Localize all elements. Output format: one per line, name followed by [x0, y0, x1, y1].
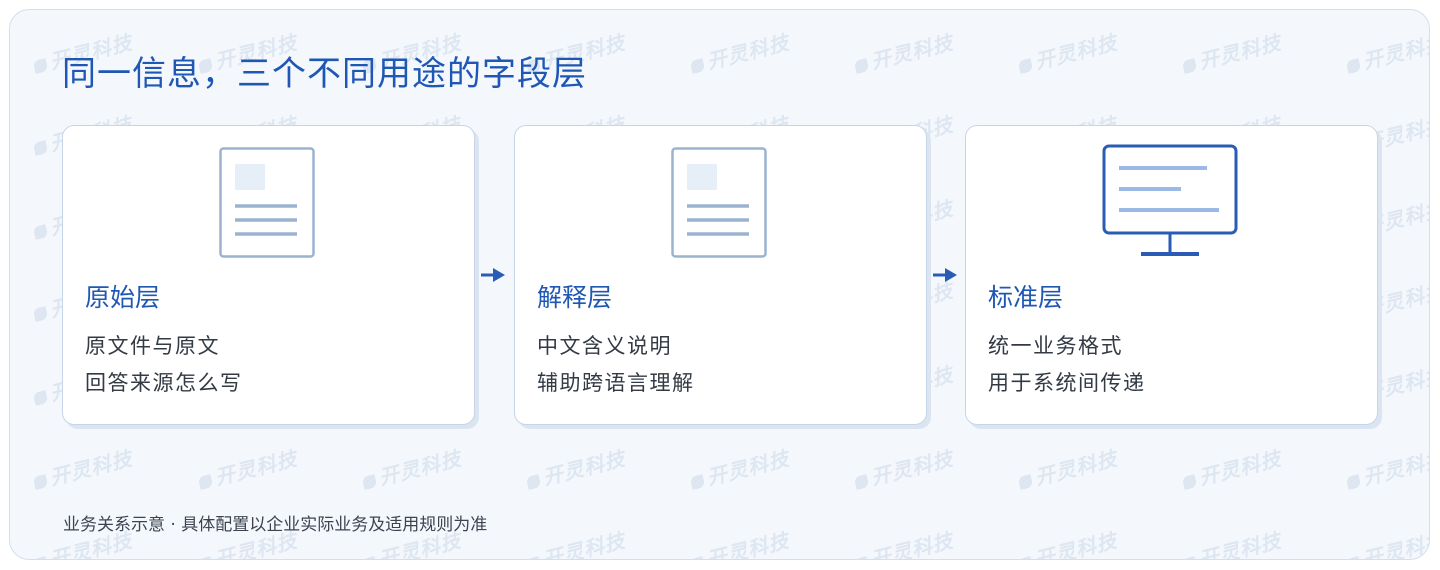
watermark-logo: 开灵科技: [687, 524, 792, 560]
watermark-leaf-icon: [853, 556, 870, 559]
document-icon: [671, 147, 767, 258]
watermark-leaf-icon: [32, 306, 49, 322]
watermark-logo: 开灵科技: [30, 442, 135, 495]
watermark-text: 开灵科技: [376, 446, 464, 490]
watermark-text: 开灵科技: [1360, 528, 1430, 560]
watermark-logo: 开灵科技: [687, 26, 792, 79]
watermark-leaf-icon: [1345, 474, 1362, 490]
watermark-text: 开灵科技: [1032, 30, 1120, 74]
watermark-leaf-icon: [1181, 58, 1198, 74]
watermark-logo: 开灵科技: [851, 524, 956, 560]
watermark-leaf-icon: [689, 556, 706, 559]
watermark-text: 开灵科技: [1196, 446, 1284, 490]
watermark-leaf-icon: [853, 474, 870, 490]
watermark-text: 开灵科技: [868, 528, 956, 560]
watermark-text: 开灵科技: [704, 30, 792, 74]
watermark-leaf-icon: [853, 58, 870, 74]
watermark-leaf-icon: [32, 474, 49, 490]
watermark-text: 开灵科技: [1196, 528, 1284, 560]
diagram-panel: 开灵科技开灵科技开灵科技开灵科技开灵科技开灵科技开灵科技开灵科技开灵科技开灵科技…: [9, 9, 1430, 560]
layer-card-standard: 标准层 统一业务格式 用于系统间传递: [965, 125, 1378, 425]
watermark-leaf-icon: [1017, 58, 1034, 74]
watermark-logo: 开灵科技: [851, 442, 956, 495]
watermark-text: 开灵科技: [868, 446, 956, 490]
watermark-leaf-icon: [32, 224, 49, 240]
watermark-logo: 开灵科技: [1343, 524, 1430, 560]
watermark-text: 开灵科技: [704, 528, 792, 560]
watermark-text: 开灵科技: [1032, 528, 1120, 560]
watermark-logo: 开灵科技: [1015, 26, 1120, 79]
layer-desc-line: 中文含义说明: [537, 334, 672, 358]
layer-desc-line: 原文件与原文: [85, 334, 220, 358]
watermark-logo: 开灵科技: [1015, 442, 1120, 495]
layer-title: 原始层: [85, 283, 161, 312]
watermark-logo: 开灵科技: [1343, 26, 1430, 79]
watermark-leaf-icon: [689, 58, 706, 74]
watermark-logo: 开灵科技: [851, 26, 956, 79]
layer-desc-line: 用于系统间传递: [988, 371, 1146, 395]
watermark-leaf-icon: [32, 390, 49, 406]
watermark-leaf-icon: [1017, 474, 1034, 490]
watermark-leaf-icon: [689, 474, 706, 490]
layer-desc-line: 辅助跨语言理解: [537, 371, 695, 395]
watermark-leaf-icon: [197, 474, 214, 490]
layer-card-raw: 原始层 原文件与原文 回答来源怎么写: [62, 125, 475, 425]
watermark-text: 开灵科技: [704, 446, 792, 490]
watermark-leaf-icon: [1345, 58, 1362, 74]
watermark-logo: 开灵科技: [1343, 442, 1430, 495]
layer-desc-line: 回答来源怎么写: [85, 371, 243, 395]
layer-title: 标准层: [988, 283, 1064, 312]
watermark-text: 开灵科技: [868, 30, 956, 74]
watermark-text: 开灵科技: [540, 528, 628, 560]
watermark-leaf-icon: [1345, 556, 1362, 559]
watermark-text: 开灵科技: [1032, 446, 1120, 490]
watermark-text: 开灵科技: [1360, 30, 1430, 74]
watermark-logo: 开灵科技: [1179, 524, 1284, 560]
watermark-leaf-icon: [1017, 556, 1034, 559]
watermark-leaf-icon: [1181, 556, 1198, 559]
layer-card-interpretation: 解释层 中文含义说明 辅助跨语言理解: [514, 125, 927, 425]
watermark-logo: 开灵科技: [687, 442, 792, 495]
watermark-text: 开灵科技: [47, 446, 135, 490]
watermark-leaf-icon: [197, 556, 214, 559]
watermark-leaf-icon: [525, 556, 542, 559]
watermark-text: 开灵科技: [1360, 446, 1430, 490]
document-icon: [219, 147, 315, 258]
watermark-logo: 开灵科技: [359, 442, 464, 495]
watermark-leaf-icon: [32, 556, 49, 559]
watermark-text: 开灵科技: [1196, 30, 1284, 74]
page-title: 同一信息，三个不同用途的字段层: [62, 54, 587, 94]
arrow-right-icon: [933, 268, 957, 282]
watermark-logo: 开灵科技: [1015, 524, 1120, 560]
watermark-logo: 开灵科技: [523, 524, 628, 560]
watermark-leaf-icon: [32, 58, 49, 74]
watermark-leaf-icon: [1181, 474, 1198, 490]
watermark-leaf-icon: [361, 556, 378, 559]
footer-note: 业务关系示意 · 具体配置以企业实际业务及适用规则为准: [63, 515, 488, 535]
watermark-text: 开灵科技: [540, 446, 628, 490]
arrow-right-icon: [481, 268, 505, 282]
watermark-leaf-icon: [32, 140, 49, 156]
watermark-logo: 开灵科技: [195, 442, 300, 495]
layer-title: 解释层: [537, 283, 613, 312]
watermark-leaf-icon: [525, 474, 542, 490]
layer-desc-line: 统一业务格式: [988, 334, 1123, 358]
watermark-logo: 开灵科技: [523, 442, 628, 495]
watermark-leaf-icon: [361, 474, 378, 490]
monitor-icon: [1102, 144, 1238, 256]
watermark-text: 开灵科技: [212, 446, 300, 490]
watermark-logo: 开灵科技: [1179, 26, 1284, 79]
watermark-logo: 开灵科技: [1179, 442, 1284, 495]
